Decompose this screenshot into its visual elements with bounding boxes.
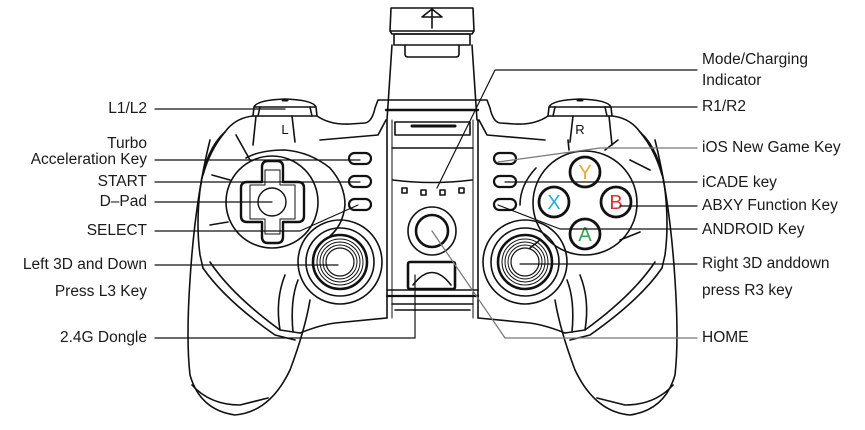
label-icade: iCADE key <box>702 174 777 191</box>
phone-clamp <box>384 7 480 121</box>
shoulder-mark-l: L <box>281 122 288 137</box>
leader-lines-left <box>154 108 416 339</box>
label-select: SELECT <box>86 222 147 239</box>
button-x[interactable]: X <box>547 192 560 214</box>
label-mode-line2: Indicator <box>702 72 762 89</box>
label-turbo-line2: Acceleration Key <box>30 151 147 168</box>
label-abxy: ABXY Function Key <box>702 197 838 214</box>
abxy-buttons: Y X B A <box>537 155 633 251</box>
label-l1l2: L1/L2 <box>108 100 147 117</box>
label-turbo-line1: Turbo <box>107 135 147 152</box>
label-r3-line2: press R3 key <box>702 282 793 299</box>
button-y[interactable]: Y <box>578 162 591 184</box>
label-dpad: D–Pad <box>99 193 147 210</box>
controller-body <box>187 98 678 416</box>
label-l3-line2: Press L3 Key <box>54 283 147 300</box>
button-b[interactable]: B <box>609 192 622 214</box>
label-dongle: 2.4G Dongle <box>59 329 147 346</box>
label-mode-line1: Mode/Charging <box>702 51 808 68</box>
label-start: START <box>97 173 147 190</box>
leader-lines-right <box>431 69 698 339</box>
shoulder-mark-r: R <box>575 122 584 137</box>
label-home: HOME <box>702 329 749 346</box>
label-r1r2: R1/R2 <box>702 98 746 115</box>
label-r3-line1: Right 3D anddown <box>702 255 830 272</box>
button-a[interactable]: A <box>578 224 592 246</box>
label-l3-line1: Left 3D and Down <box>22 256 147 273</box>
label-android: ANDROID Key <box>702 221 805 238</box>
label-ios: iOS New Game Key <box>702 139 841 156</box>
